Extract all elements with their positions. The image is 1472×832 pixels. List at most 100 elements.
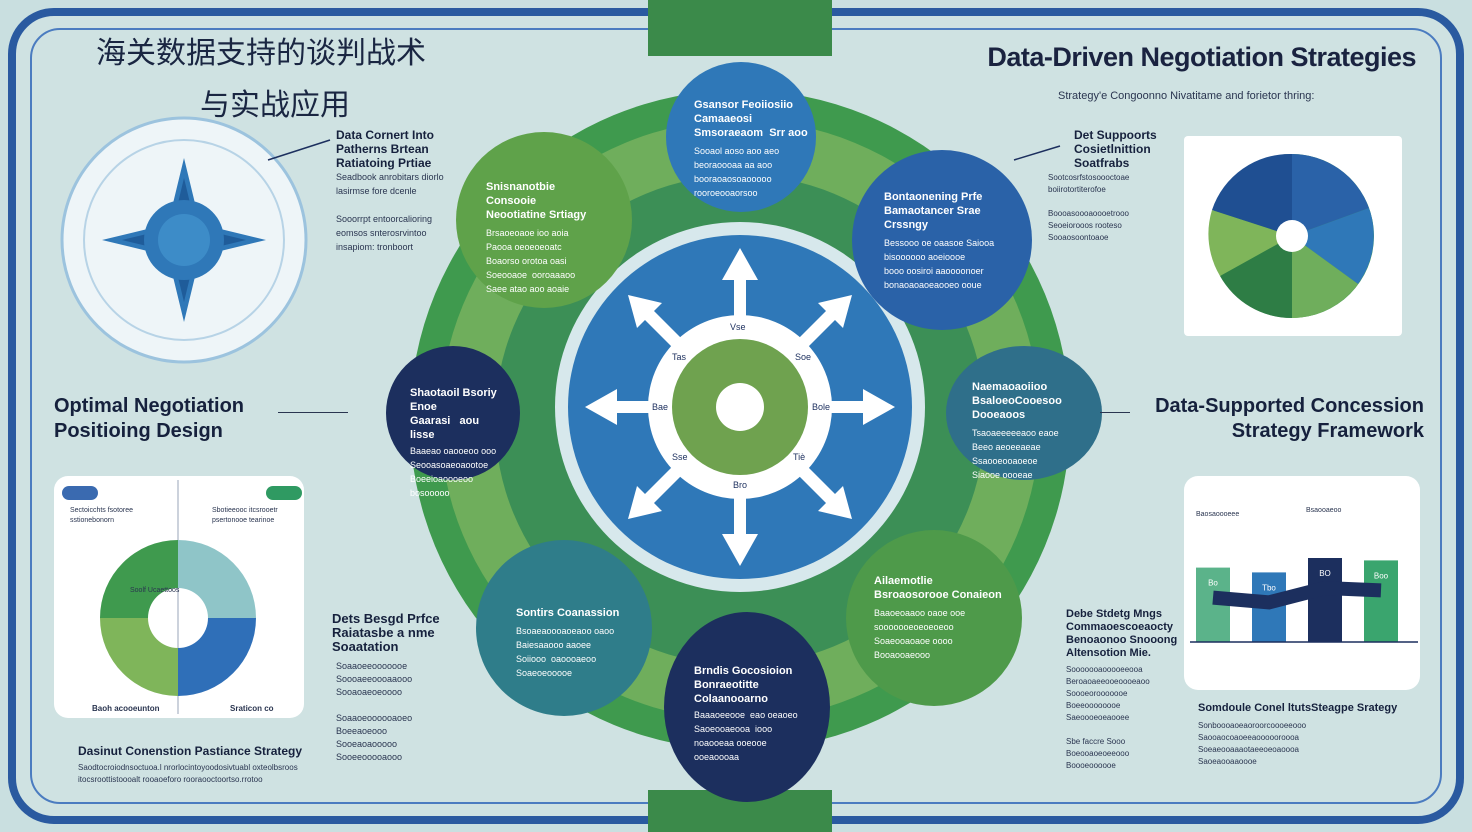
bubble-title: Brndis Gocosioion Bonraeotitte Colaanooa… <box>694 665 793 705</box>
left-heading-1: Optimal Negotiation Positioing Design <box>54 394 244 444</box>
arrow-right <box>828 389 895 425</box>
bubble-body: Tsaoaeeeeeaoo eaoe Beeo aeoeeaeae Ssaooe… <box>972 428 1059 480</box>
donut-slice <box>100 540 178 618</box>
arrow-down <box>722 496 758 566</box>
bubble-body: Bsoaeaoooaoeaoo oaoo Baiesaaooo aaoee So… <box>516 626 615 678</box>
bubble-body: Bessooo oe oaasoe Saiooa bisoooooo aoeio… <box>884 238 995 290</box>
bubble-upper-right: Bontaonening Prfe Bamaotancer Srae Crssn… <box>852 150 1032 330</box>
arrow-up <box>722 248 758 318</box>
ring-label: Bae <box>652 402 669 412</box>
compass-caption-title: Data Cornert Into Patherns Brtean Ratiat… <box>336 128 435 170</box>
bubble-body: Baaoeoaaoo oaoe ooe sooooooeoeoeoeoo Soa… <box>874 608 966 660</box>
mid-caption-body: Sooooooaooooeeooa Beroaoaeeooeoooeaoo So… <box>1066 665 1150 770</box>
right-heading-1: Data-Supported Concession Strategy Frame… <box>1134 394 1424 444</box>
donut-label: Sbotieeooc itcsrooetr psertonooe tearino… <box>212 507 278 524</box>
donut-slice <box>100 618 178 696</box>
arrow-up-left <box>628 295 684 350</box>
ring-label: Sse <box>672 452 688 462</box>
pie-slice <box>1292 154 1369 236</box>
right-heading-1-line: Data-Supported Concession <box>1155 395 1424 417</box>
connector-line <box>278 412 348 413</box>
subtitle-en: Strategy'e Congoonno Nivatitame and fori… <box>1058 90 1315 102</box>
bar-label: Tbo <box>1262 583 1276 592</box>
bubble-body: Brsaoeoaoe ioo aoia Paooa oeoeoeoatc Boa… <box>486 228 576 294</box>
ring-label: Bole <box>812 402 831 412</box>
bar <box>1364 560 1398 642</box>
tag-left <box>62 486 98 500</box>
pie-slice <box>1220 236 1292 319</box>
bubble-title: Shaotaoil Bsoriy Enoe Gaarasi aou lisse <box>410 387 497 441</box>
pie-slice <box>1292 208 1374 284</box>
compass-caption-body: Seadbook anrobitars diorlo lasirmse fore… <box>336 172 444 252</box>
bar-label: Boo <box>1374 571 1389 580</box>
arrow-down-left <box>628 464 684 519</box>
title-en: Data-Driven Negotiation Strategies <box>987 42 1416 72</box>
bubble-title: Bontaonening Prfe Bamaotancer Srae Crssn… <box>884 191 983 231</box>
bubble-top: Gsansor Feoiiosiio Camaaeosi Smsoraeaom … <box>666 62 816 212</box>
bubble-title: Naemaoaoiioo BsaloeoCooesoo Dooeaoos <box>972 381 1062 421</box>
pie-slice <box>1292 236 1358 318</box>
ring-label: Tiè <box>793 452 806 462</box>
pie-caption-body: Sootcosrfstosoooctoae boiirotortiterofoe… <box>1048 173 1130 242</box>
bar-label: Bo <box>1208 579 1218 588</box>
bubble-title: Snisnanotbie Consooie Neootiatine Srtiag… <box>486 181 587 221</box>
bubble-bottom: Brndis Gocosioion Bonraeotitte Colaanooa… <box>664 612 830 802</box>
bubble-body: Baaaoeeooe eao oeaoeo Saoeooaeooa iooo n… <box>694 710 798 762</box>
donut-slice <box>178 540 256 618</box>
arrow-up-right <box>796 295 852 350</box>
pie-hole <box>1276 220 1308 252</box>
price-caption-body: Soaaoeeooooooe Soooaeeoooaaooo Sooaoaeoe… <box>336 661 413 762</box>
mid-caption-title: Debe Stdetg Mngs Commaoescoeaocty Benoao… <box>1066 608 1178 659</box>
pie-caption-title: Det Suppoorts Cosietlnittion Soatfrabs <box>1074 128 1157 170</box>
bubble-title: Gsansor Feoiiosiio Camaaeosi Smsoraeaom … <box>694 99 808 139</box>
arrow-left <box>585 389 652 425</box>
arrow-down-right <box>796 464 852 519</box>
bar-caption-body: Sonboooaoeaoroorcoooeeooo Saooaocoaoeeao… <box>1198 721 1307 766</box>
pie-slice <box>1208 210 1292 276</box>
price-caption-title: Dets Besgd Prfce Raiatasbe a nme Soaatat… <box>332 611 440 654</box>
left-heading-2: Dasinut Conenstion Pastiance Strategy <box>78 744 303 758</box>
connector-line <box>1100 412 1130 413</box>
bubble-body: Baaeao oaooeoo ooo Seooasoaeoaootoe Boee… <box>410 446 497 498</box>
compass-ring <box>83 139 285 341</box>
ring-label: Bro <box>733 480 748 490</box>
bar-top-label: Bsaooaeoo <box>1306 507 1342 514</box>
ring-label: Tas <box>672 352 687 362</box>
bubble-body: Sooaol aoso aoo aeo beoraoooaa aa aoo bo… <box>694 146 780 198</box>
bubble-title: Ailaemotlie Bsroaosorooe Conaieon <box>874 575 1002 601</box>
top-stem <box>648 0 832 56</box>
compass-core <box>158 214 210 266</box>
left-heading-1-line: Positioing Design <box>54 420 223 442</box>
bar-label: BO <box>1319 569 1331 578</box>
left-heading-2-body: Saodtocroiodnsoctuoa.l nrorlocintoyoodos… <box>78 763 298 784</box>
ring-label: Vse <box>730 322 746 332</box>
bubble-title: Sontirs Coanassion <box>516 607 620 619</box>
donut-slice <box>178 618 256 696</box>
tag-right <box>266 486 302 500</box>
pie-slice <box>1212 153 1292 236</box>
ring-label: Soe <box>795 352 812 362</box>
bar <box>1308 558 1342 642</box>
donut-bottom-right: Sraticon co <box>230 704 274 713</box>
trend-arrow <box>1212 580 1382 610</box>
wheel-center-dot <box>716 383 764 431</box>
left-heading-1-line: Optimal Negotiation <box>54 395 244 417</box>
donut-label: Sectoicchts fsotoree sstionebonorn <box>70 507 134 524</box>
wheel-arrows <box>585 248 895 566</box>
right-heading-1-line: Strategy Framework <box>1231 420 1424 442</box>
compass-pointer-line <box>267 139 331 161</box>
title-zh-line2: 与实战应用 <box>200 89 350 122</box>
title-zh-line1: 海关数据支持的谈判战术 <box>96 37 426 70</box>
donut-label: Soolf Ucaettoos <box>130 587 180 594</box>
donut-bottom-left: Baoh acooeunton <box>92 704 160 713</box>
bar-caption: Somdoule Conel ltutsSteagpe Srategy <box>1198 702 1398 714</box>
bubble-upper-left: Snisnanotbie Consooie Neootiatine Srtiag… <box>456 132 632 308</box>
